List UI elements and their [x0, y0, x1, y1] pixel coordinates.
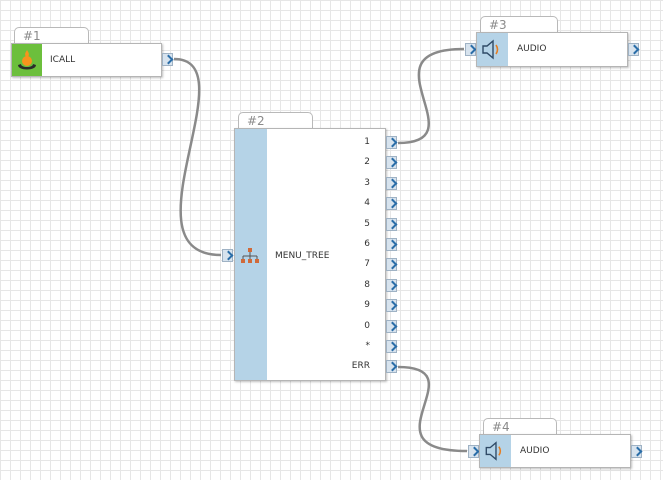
- output-label: 8: [364, 279, 370, 290]
- node-id-tab: #2: [238, 112, 313, 128]
- node-id: #2: [247, 114, 265, 128]
- audio3-icon-box: [477, 33, 508, 66]
- menu-tree-input-port[interactable]: [222, 249, 233, 262]
- output-port[interactable]: [386, 278, 397, 292]
- output-port[interactable]: [386, 176, 397, 190]
- output-label: 4: [364, 198, 370, 209]
- wire-menu-1-to-audio3: [397, 47, 465, 145]
- wire-icall-to-menu: [173, 57, 222, 257]
- node-id-tab: #3: [480, 16, 558, 32]
- output-port[interactable]: [386, 136, 397, 149]
- node-id: #4: [492, 420, 510, 434]
- output-port[interactable]: [386, 258, 397, 272]
- output-port[interactable]: [386, 299, 397, 313]
- icall-icon-box: [12, 44, 42, 76]
- speaker-icon: [485, 441, 502, 461]
- audio3-node[interactable]: AUDIO: [476, 32, 628, 67]
- output-port[interactable]: [386, 197, 397, 211]
- node-id-tab: #1: [14, 27, 89, 43]
- icall-output-port[interactable]: [162, 53, 173, 66]
- node-id: #3: [489, 18, 507, 32]
- output-port[interactable]: [386, 156, 397, 170]
- audio4-input-port[interactable]: [468, 445, 479, 458]
- audio4-node[interactable]: AUDIO: [479, 434, 631, 468]
- output-port[interactable]: [386, 319, 397, 333]
- output-label: 2: [364, 157, 370, 168]
- output-label: 6: [364, 239, 370, 249]
- tree-hierarchy-icon: [241, 248, 259, 263]
- output-port[interactable]: [386, 238, 397, 251]
- speaker-icon: [482, 39, 499, 60]
- icall-label: ICALL: [50, 55, 76, 65]
- output-label: 0: [364, 320, 370, 331]
- phone-handset-icon: [18, 50, 36, 70]
- output-port[interactable]: [386, 217, 397, 231]
- output-label: 7: [364, 259, 370, 270]
- menu-tree-icon-strip: [235, 129, 267, 380]
- output-label: *: [365, 341, 371, 351]
- wire-menu-err-to-audio4: [397, 365, 468, 453]
- audio4-icon-box: [480, 435, 511, 467]
- output-label: 3: [364, 177, 370, 188]
- output-label: 1: [364, 137, 370, 147]
- node-id: #1: [23, 29, 41, 43]
- output-port[interactable]: [386, 340, 397, 353]
- audio4-label: AUDIO: [520, 446, 550, 456]
- node-id-tab: #4: [483, 418, 557, 434]
- output-port[interactable]: [386, 360, 397, 374]
- output-label: ERR: [351, 361, 370, 372]
- icall-node[interactable]: ICALL: [11, 43, 162, 77]
- menu-tree-label: MENU_TREE: [275, 251, 330, 261]
- audio3-label: AUDIO: [517, 44, 547, 54]
- audio4-output-port[interactable]: [631, 445, 642, 458]
- output-label: 9: [364, 300, 370, 311]
- audio3-output-port[interactable]: [628, 43, 639, 56]
- menu-tree-node[interactable]: MENU_TREE 1 2 3 4 5 6 7 8 9 0 * ERR: [234, 128, 397, 381]
- output-label: 5: [364, 218, 370, 229]
- audio3-input-port[interactable]: [465, 43, 476, 56]
